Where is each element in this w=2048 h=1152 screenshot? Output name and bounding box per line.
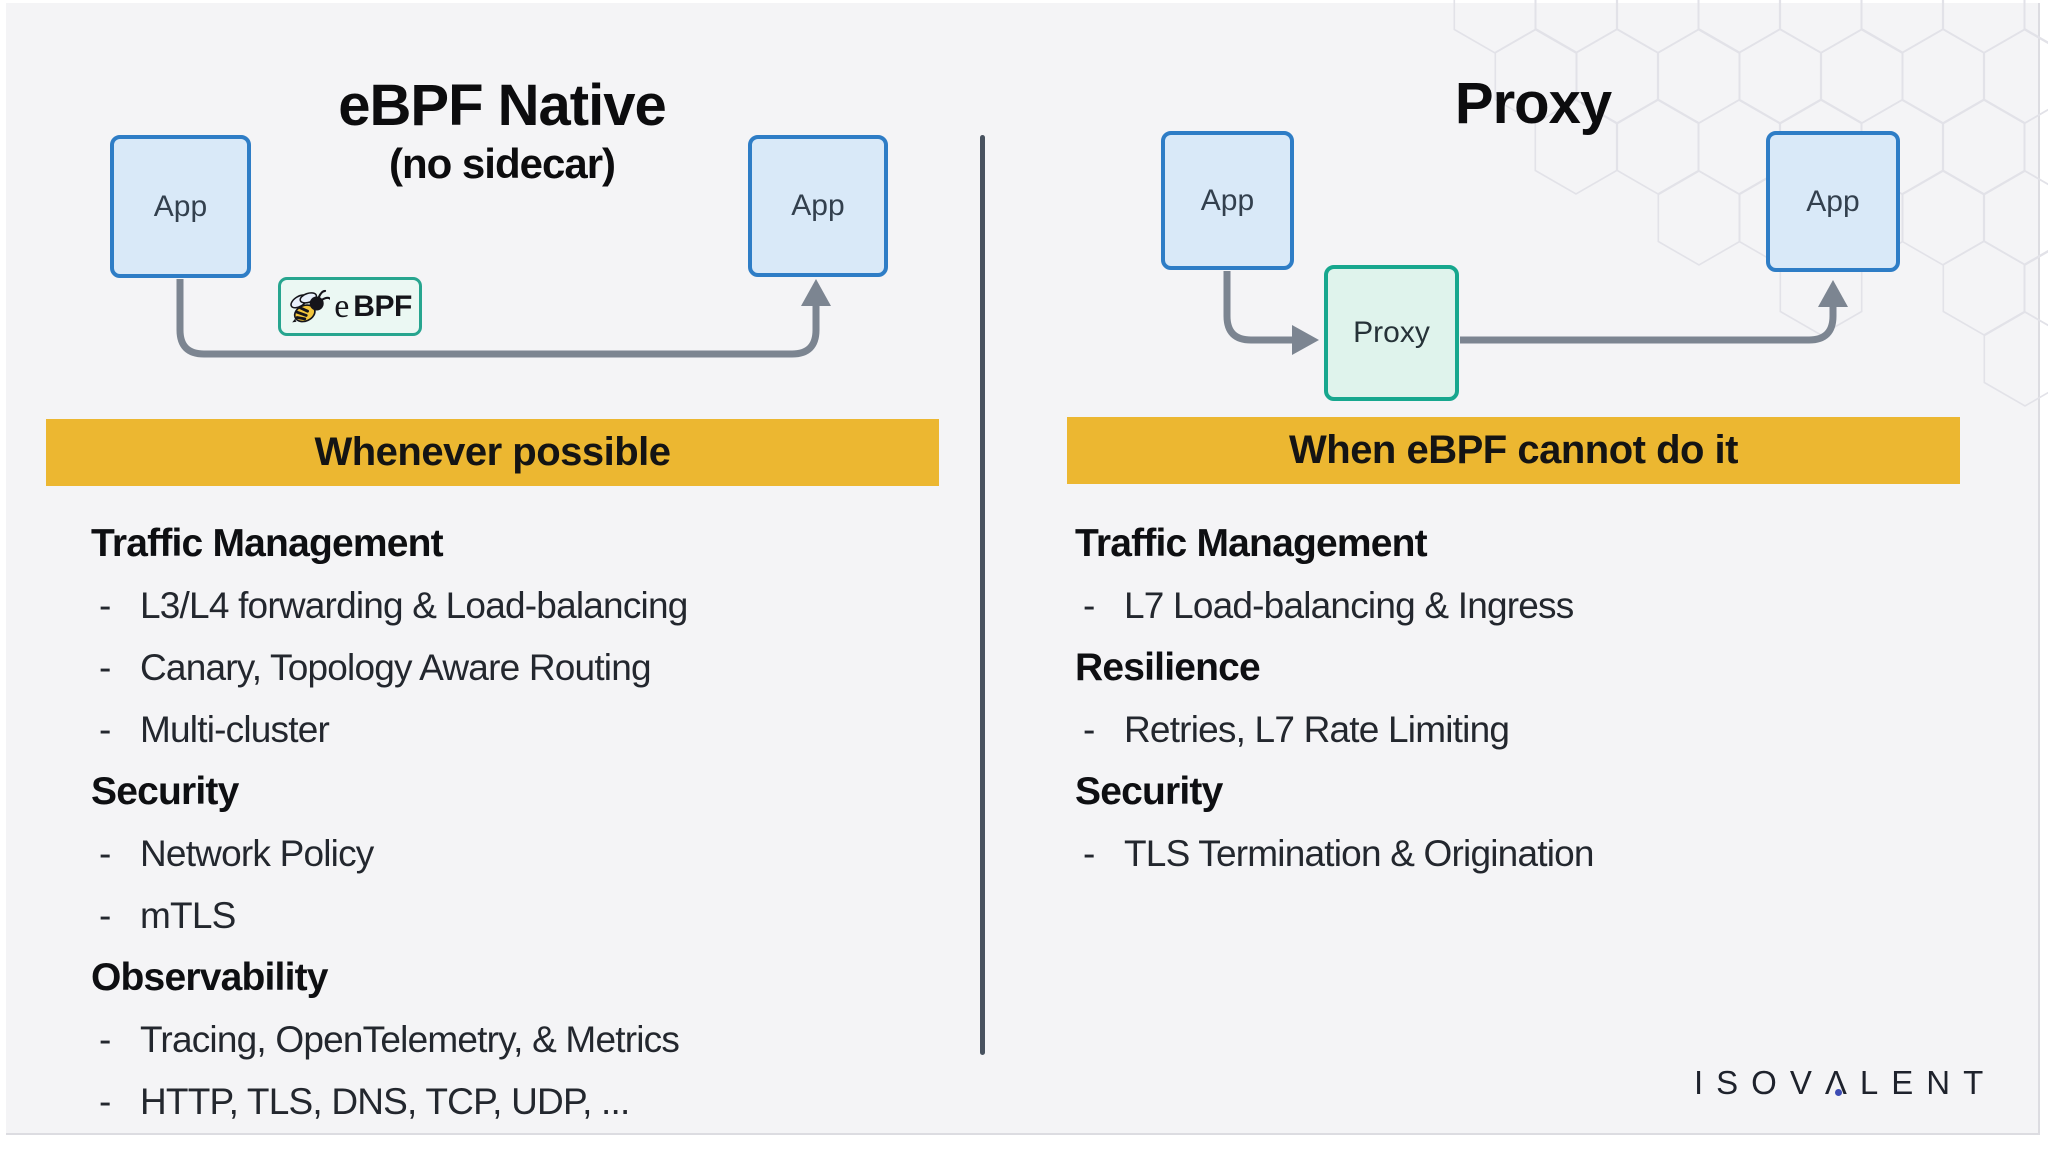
list-item: - HTTP, TLS, DNS, TCP, UDP, ... [91, 1071, 971, 1133]
brand-text: LENT [1859, 1064, 1997, 1101]
section-heading: Traffic Management [1075, 522, 1428, 565]
section-heading: Security [1075, 770, 1223, 813]
list-item-text: L7 Load-balancing & Ingress [1124, 585, 1574, 626]
bullet-dash: - [99, 585, 111, 626]
left-pane-title: eBPF Native [338, 73, 666, 138]
section-heading: Security [91, 770, 239, 813]
bullet-dash: - [1083, 833, 1095, 874]
app-node-left: App [1161, 131, 1294, 270]
app-node-right: App [1766, 131, 1900, 272]
arrow-proxy-to-app [1460, 280, 1848, 344]
left-banner-text: Whenever possible [314, 430, 671, 474]
list-item-text: mTLS [140, 895, 236, 936]
section-heading: Traffic Management [91, 522, 444, 565]
list-item-text: HTTP, TLS, DNS, TCP, UDP, ... [140, 1081, 630, 1122]
list-item-text: TLS Termination & Origination [1124, 833, 1595, 874]
ebpf-badge: e BPF [278, 277, 422, 336]
list-item-text: Tracing, OpenTelemetry, & Metrics [140, 1019, 680, 1060]
bullet-dash: - [99, 647, 111, 688]
proxy-node: Proxy [1324, 265, 1459, 401]
list-item-text: Network Policy [140, 833, 374, 874]
app-node-label: App [1806, 184, 1860, 218]
app-node-left: App [110, 135, 251, 278]
slide-background [6, 3, 2040, 1135]
left-banner: Whenever possible [46, 419, 939, 486]
ebpf-bee-icon [290, 289, 331, 322]
arrow-app-to-proxy [1223, 271, 1319, 355]
right-feature-list: Traffic Management - L7 Load-balancing &… [1075, 513, 1955, 885]
list-item-text: Canary, Topology Aware Routing [140, 647, 652, 688]
brand-lambda: Λ [1824, 1064, 1860, 1101]
app-node-right: App [748, 135, 888, 277]
bullet-dash: - [99, 895, 111, 936]
left-pane-subtitle: (no sidecar) [388, 140, 616, 187]
ebpf-badge-bpf: BPF [353, 289, 412, 323]
bullet-dash: - [99, 1081, 111, 1122]
section-heading: Observability [91, 956, 329, 999]
list-item: - Retries, L7 Rate Limiting [1075, 699, 1955, 761]
arrow-app-to-app-ebpf [176, 279, 831, 358]
right-banner: When eBPF cannot do it [1067, 417, 1960, 484]
brand-dot [1834, 1089, 1842, 1096]
panel-divider [980, 135, 985, 1055]
list-item: - mTLS [91, 885, 971, 947]
right-pane-title: Proxy [1454, 71, 1612, 136]
bullet-dash: - [99, 1019, 111, 1060]
section-heading: Resilience [1075, 646, 1261, 689]
proxy-node-label: Proxy [1353, 316, 1430, 349]
list-item: - Network Policy [91, 823, 971, 885]
bullet-dash: - [99, 833, 111, 874]
brand-letter-a: Λ [1825, 1064, 1860, 1101]
list-item-text: Retries, L7 Rate Limiting [1124, 709, 1510, 750]
list-item: - TLS Termination & Origination [1075, 823, 1955, 885]
list-item-text: Multi-cluster [140, 709, 330, 750]
app-node-label: App [1200, 183, 1255, 217]
brand-text: ISOV [1694, 1064, 1825, 1101]
app-node-label: App [791, 189, 845, 222]
list-item: - Canary, Topology Aware Routing [91, 637, 971, 699]
app-node-label: App [153, 189, 208, 223]
bullet-dash: - [1083, 585, 1095, 626]
ebpf-badge-e: e [334, 287, 350, 325]
left-feature-list: Traffic Management - L3/L4 forwarding & … [91, 513, 971, 1133]
bullet-dash: - [99, 709, 111, 750]
list-item: - Multi-cluster [91, 699, 971, 761]
list-item: - Tracing, OpenTelemetry, & Metrics [91, 1009, 971, 1071]
list-item: - L3/L4 forwarding & Load-balancing [91, 575, 971, 637]
bullet-dash: - [1083, 709, 1095, 750]
list-item-text: L3/L4 forwarding & Load-balancing [140, 585, 688, 626]
list-item: - L7 Load-balancing & Ingress [1075, 575, 1955, 637]
right-banner-text: When eBPF cannot do it [1289, 428, 1738, 472]
